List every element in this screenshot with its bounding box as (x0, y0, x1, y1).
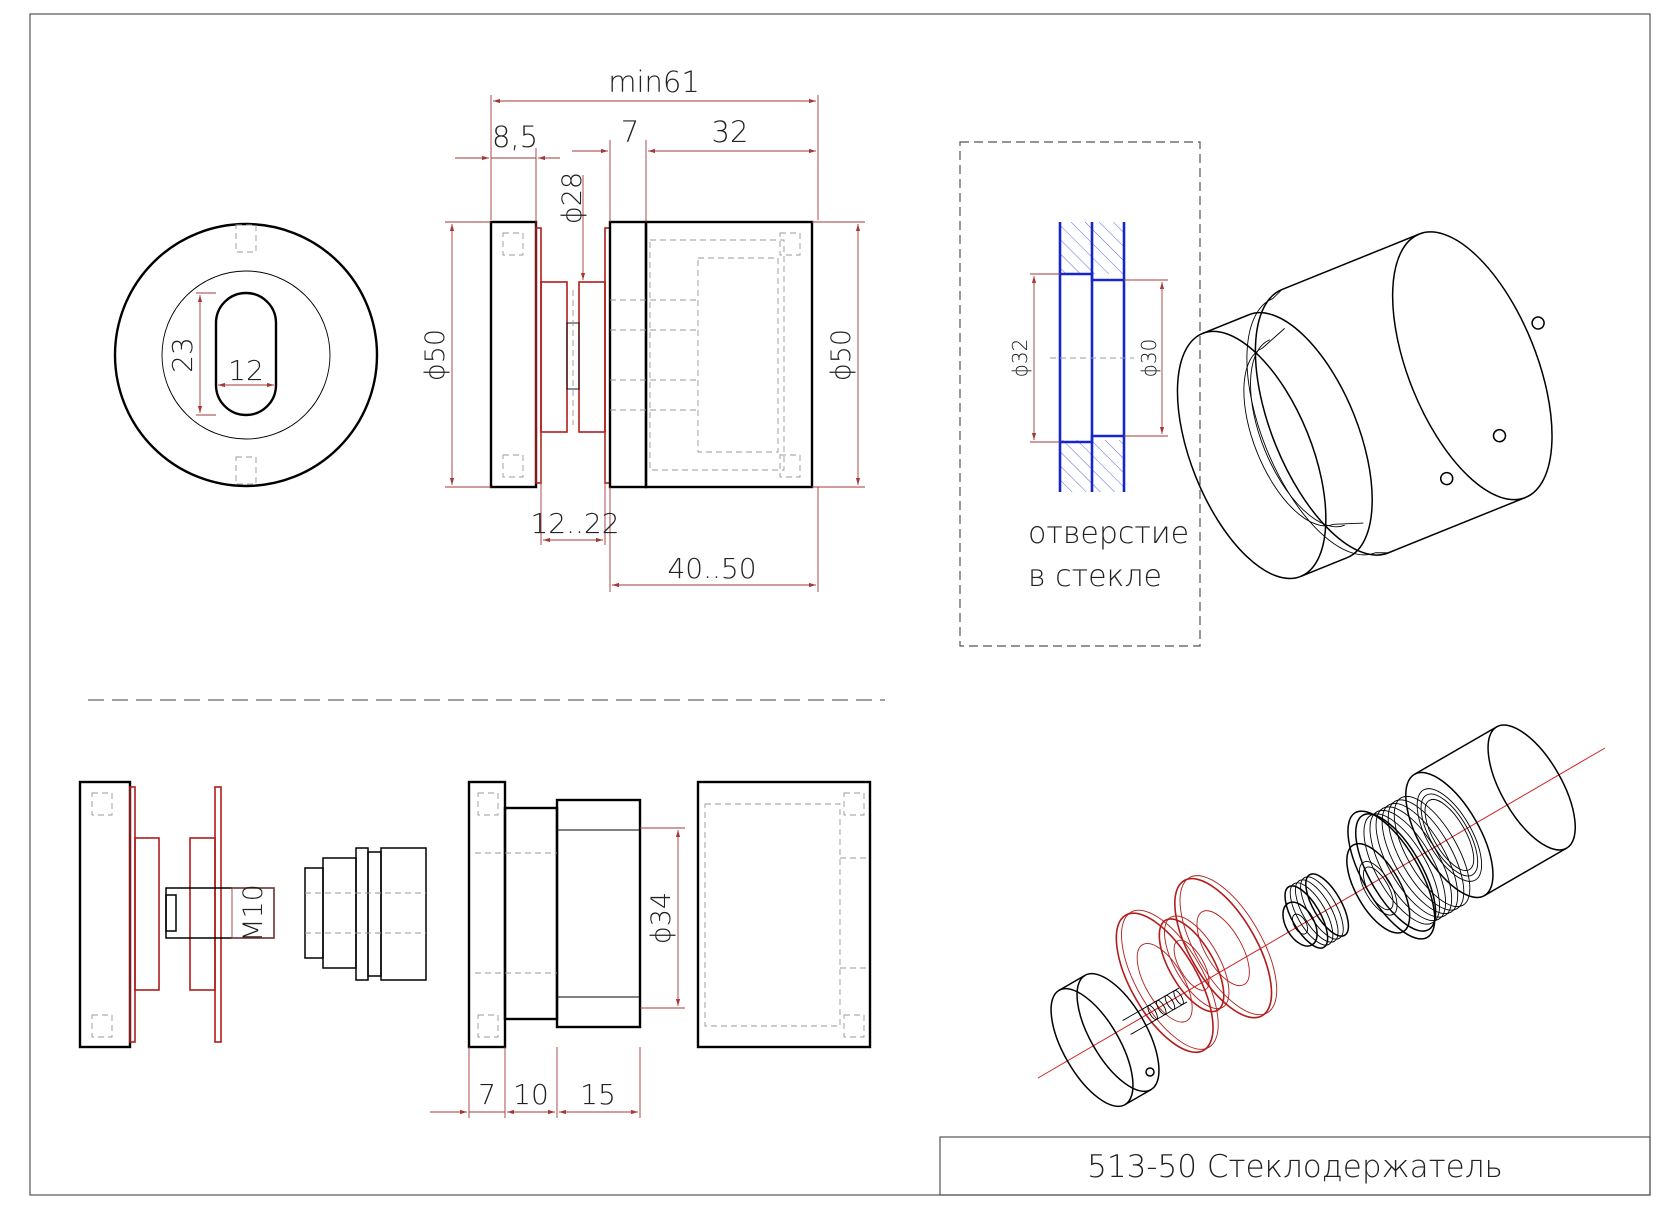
note-line-1: отверстие (1028, 516, 1189, 551)
dim-12: 12 (228, 354, 264, 387)
dim-min61: min61 (608, 65, 700, 99)
dim-phi34: ϕ34 (646, 892, 677, 944)
dim-8-5: 8,5 (492, 120, 538, 154)
note-line-2: в стекле (1028, 559, 1162, 594)
dim-7-bottom: 7 (478, 1078, 496, 1111)
dim-phi28: ϕ28 (557, 172, 588, 224)
glass-hole-section (1030, 222, 1168, 492)
dim-phi32: ϕ32 (1008, 339, 1032, 378)
dim-10: 10 (513, 1078, 549, 1111)
isometric-exploded (1037, 724, 1606, 1108)
dim-40-50: 40..50 (667, 552, 756, 585)
drawing-frame (29, 13, 1651, 1196)
isometric-assembled (1176, 231, 1553, 580)
dim-phi50-left: ϕ50 (420, 329, 451, 381)
side-view-assembly (445, 95, 865, 592)
title-block-text: 513-50 Стеклодержатель (1087, 1149, 1503, 1185)
front-view (113, 222, 379, 488)
dim-phi30: ϕ30 (1137, 339, 1161, 378)
title-block (939, 1136, 1651, 1196)
dim-12-22: 12..22 (530, 507, 619, 540)
dim-15: 15 (580, 1078, 616, 1111)
dim-m10: M10 (238, 884, 269, 942)
dim-phi50-right: ϕ50 (826, 329, 857, 381)
dim-7-top: 7 (621, 115, 639, 149)
glass-hole-detail-box (959, 141, 1201, 647)
dim-32: 32 (712, 115, 749, 149)
dim-23: 23 (166, 337, 199, 373)
exploded-side-view (78, 780, 872, 1118)
